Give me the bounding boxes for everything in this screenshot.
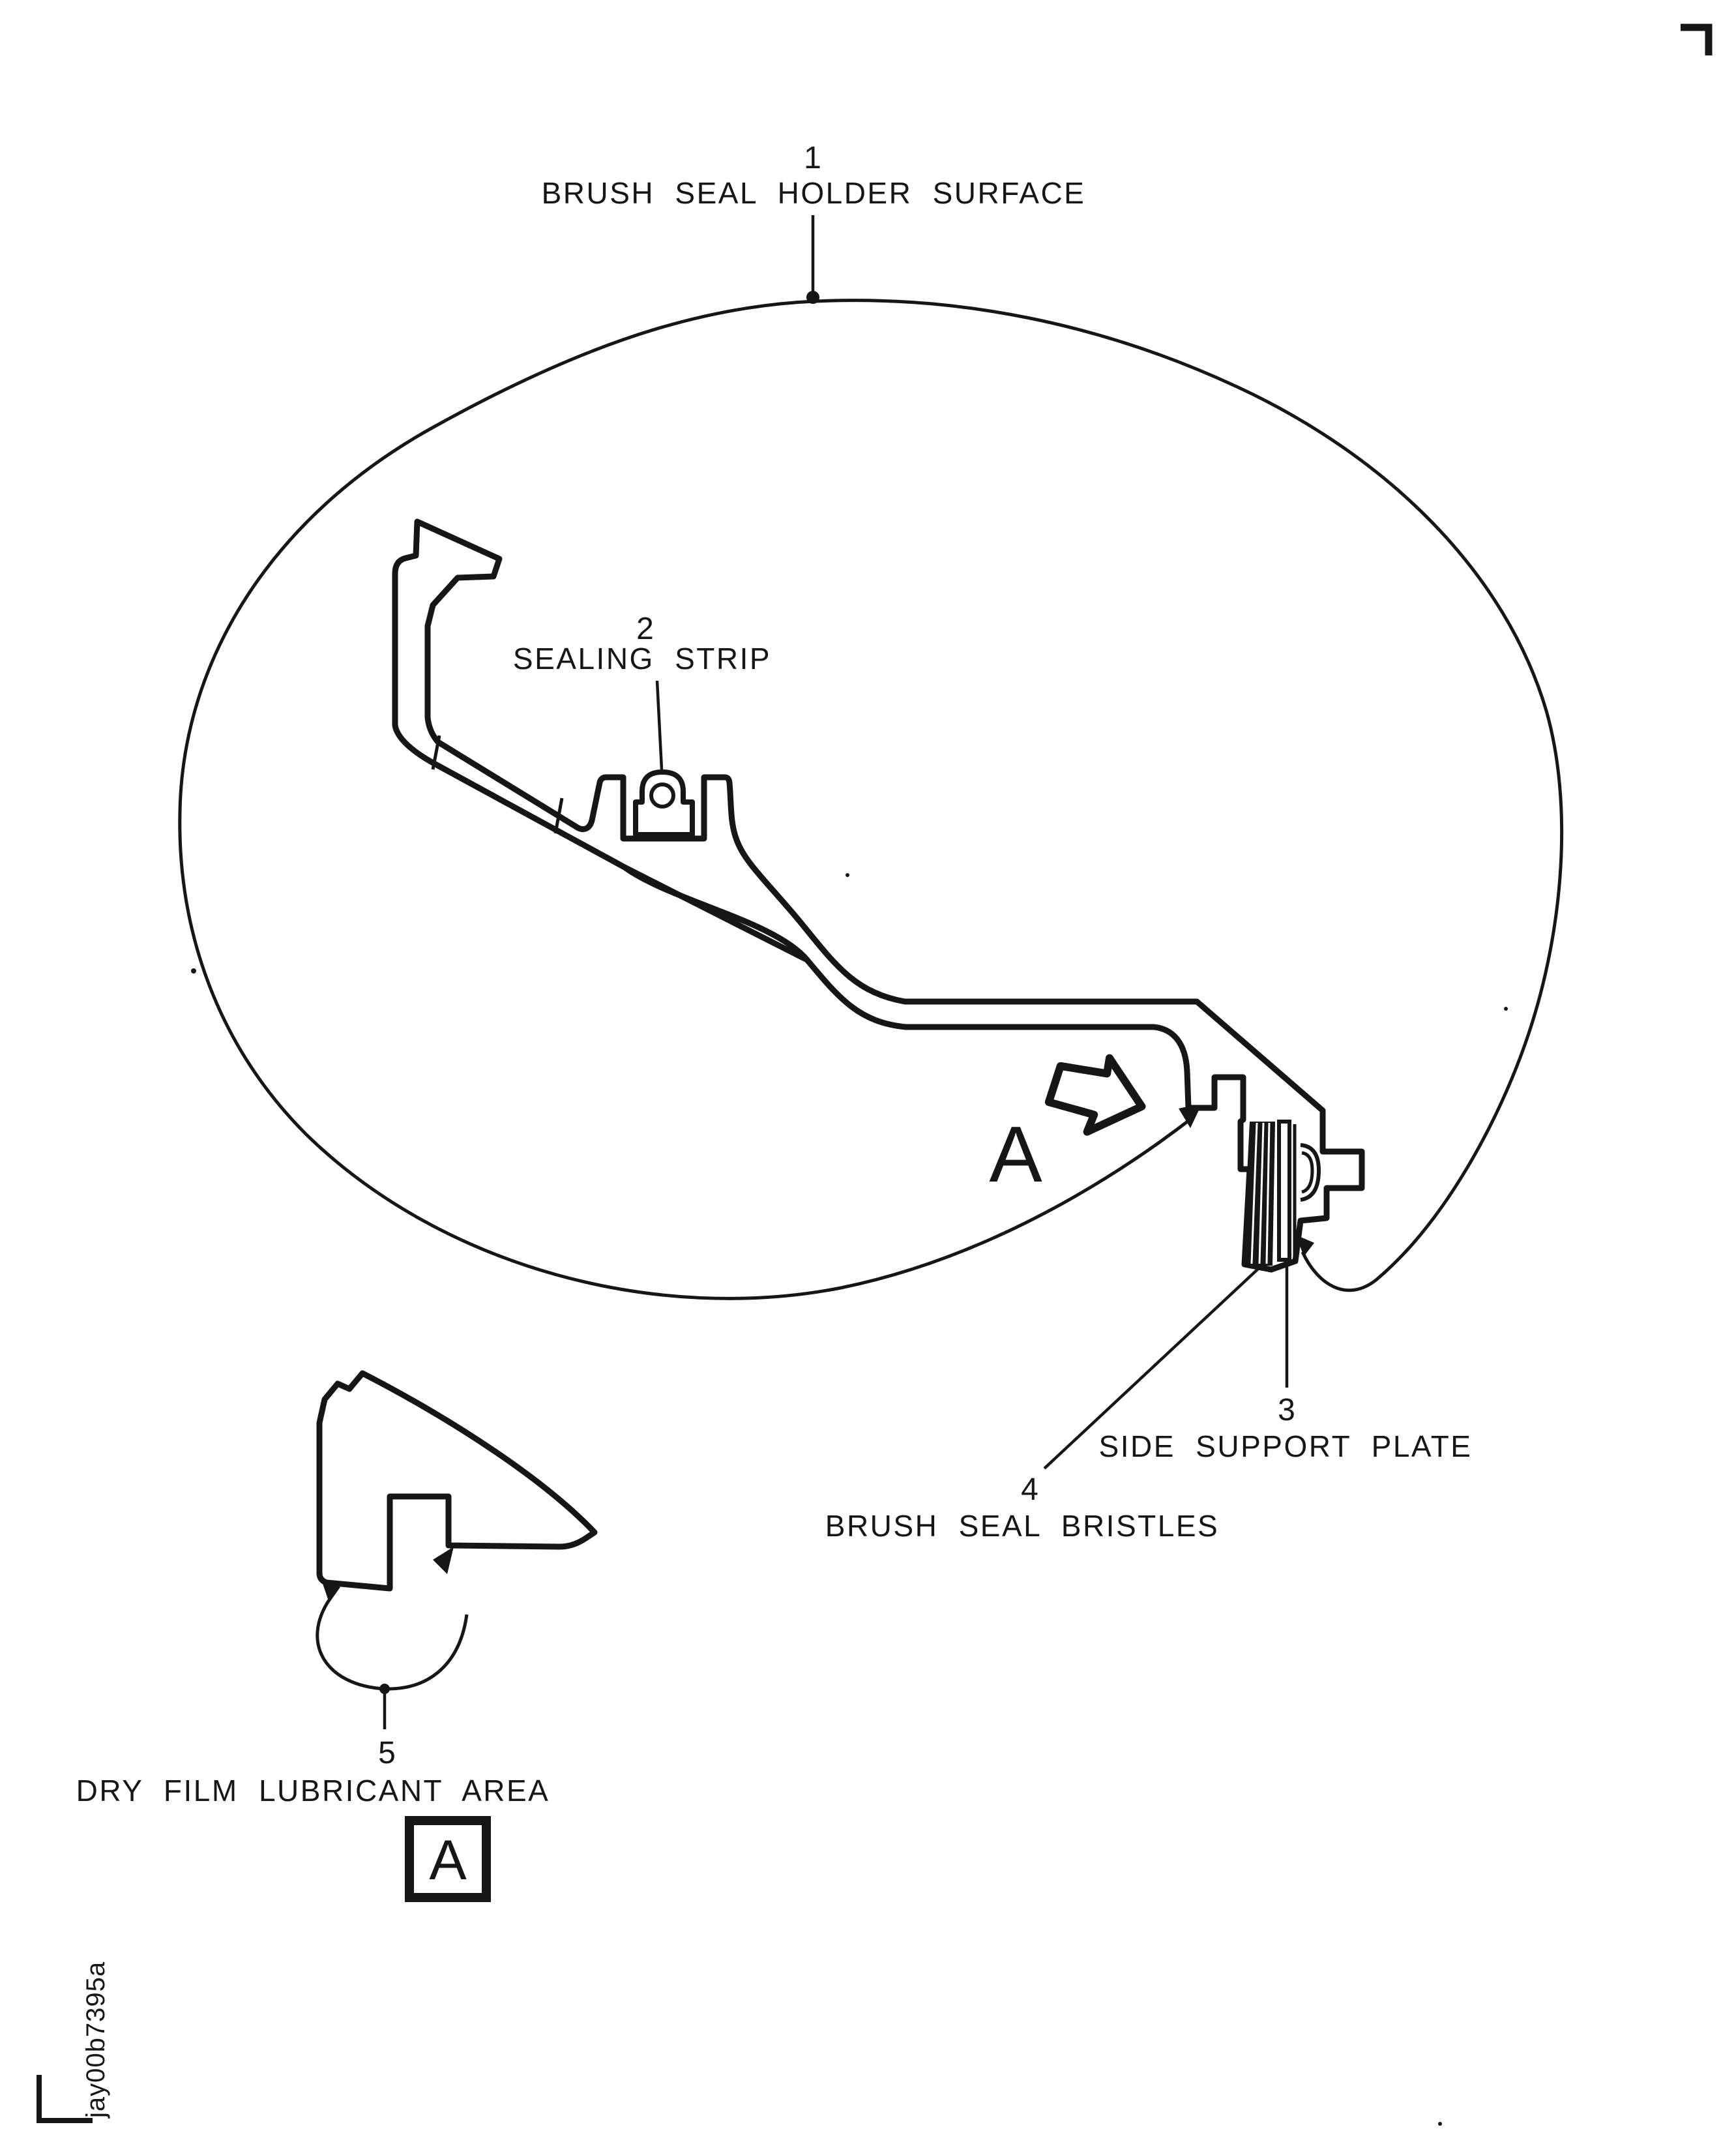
lubricant-arrowhead-left-icon <box>321 1578 340 1603</box>
callout-3-number: 3 <box>1278 1393 1296 1427</box>
callout-1: 1 BRUSH SEAL HOLDER SURFACE <box>542 141 1086 295</box>
outer-diagonal-surface <box>623 864 809 963</box>
callout-4: 4 BRUSH SEAL BRISTLES <box>825 1266 1261 1543</box>
clamp-detail-outer <box>1300 1143 1321 1202</box>
callout-4-leader <box>1043 1266 1261 1470</box>
main-cross-section <box>392 518 1365 1273</box>
speck-4 <box>1438 2122 1442 2126</box>
callout-1-label: BRUSH SEAL HOLDER SURFACE <box>542 176 1086 210</box>
sealing-strip <box>633 769 695 837</box>
callout-5-label: DRY FILM LUBRICANT AREA <box>76 1774 550 1808</box>
callout-2-number: 2 <box>636 612 655 646</box>
corner-mark-top-right <box>1681 23 1713 55</box>
section-tick-2 <box>553 797 564 834</box>
speck-1 <box>191 968 196 974</box>
side-support-plate-shape <box>1277 1120 1291 1262</box>
view-a-indicator: A <box>989 1054 1146 1199</box>
detail-a-shape <box>316 1370 598 1592</box>
callout-3: 3 SIDE SUPPORT PLATE <box>1099 1265 1473 1463</box>
speck-3 <box>1504 1007 1508 1011</box>
callout-3-label: SIDE SUPPORT PLATE <box>1099 1429 1473 1463</box>
leader-dot-1 <box>806 291 819 304</box>
lubricant-arrowhead-right-icon <box>433 1547 454 1574</box>
detail-a-view: 5 DRY FILM LUBRICANT AREA A <box>76 1370 598 1902</box>
speck-2 <box>846 873 849 877</box>
section-tick-1 <box>431 735 441 770</box>
callout-2: 2 SEALING STRIP <box>513 612 771 770</box>
view-a-block-arrow-icon <box>1044 1054 1146 1136</box>
view-a-letter: A <box>989 1110 1042 1199</box>
lubricant-arc <box>316 1598 469 1691</box>
sealing-strip-hole <box>649 782 675 809</box>
callout-1-number: 1 <box>804 141 822 175</box>
oval-curve <box>178 299 1564 1300</box>
callout-2-label: SEALING STRIP <box>513 642 771 676</box>
brush-seal-oval-callout <box>178 291 1564 1300</box>
leader-dot-5 <box>379 1684 390 1694</box>
callout-2-leader <box>655 680 664 770</box>
clamp-detail-inner <box>1301 1151 1314 1194</box>
corner-mark-bottom-left <box>37 2075 93 2123</box>
holder-profile-outline <box>392 518 1365 1273</box>
bristle-hatch <box>1250 1122 1271 1264</box>
brush-seal-head <box>1243 1120 1321 1266</box>
callout-5-number: 5 <box>378 1736 396 1770</box>
callout-4-number: 4 <box>1021 1472 1039 1507</box>
doc-code: jay00b7395a <box>81 1961 110 2119</box>
callout-4-label: BRUSH SEAL BRISTLES <box>825 1509 1219 1543</box>
detail-a-box <box>405 1816 491 1902</box>
detail-a-box-letter: A <box>429 1829 467 1892</box>
